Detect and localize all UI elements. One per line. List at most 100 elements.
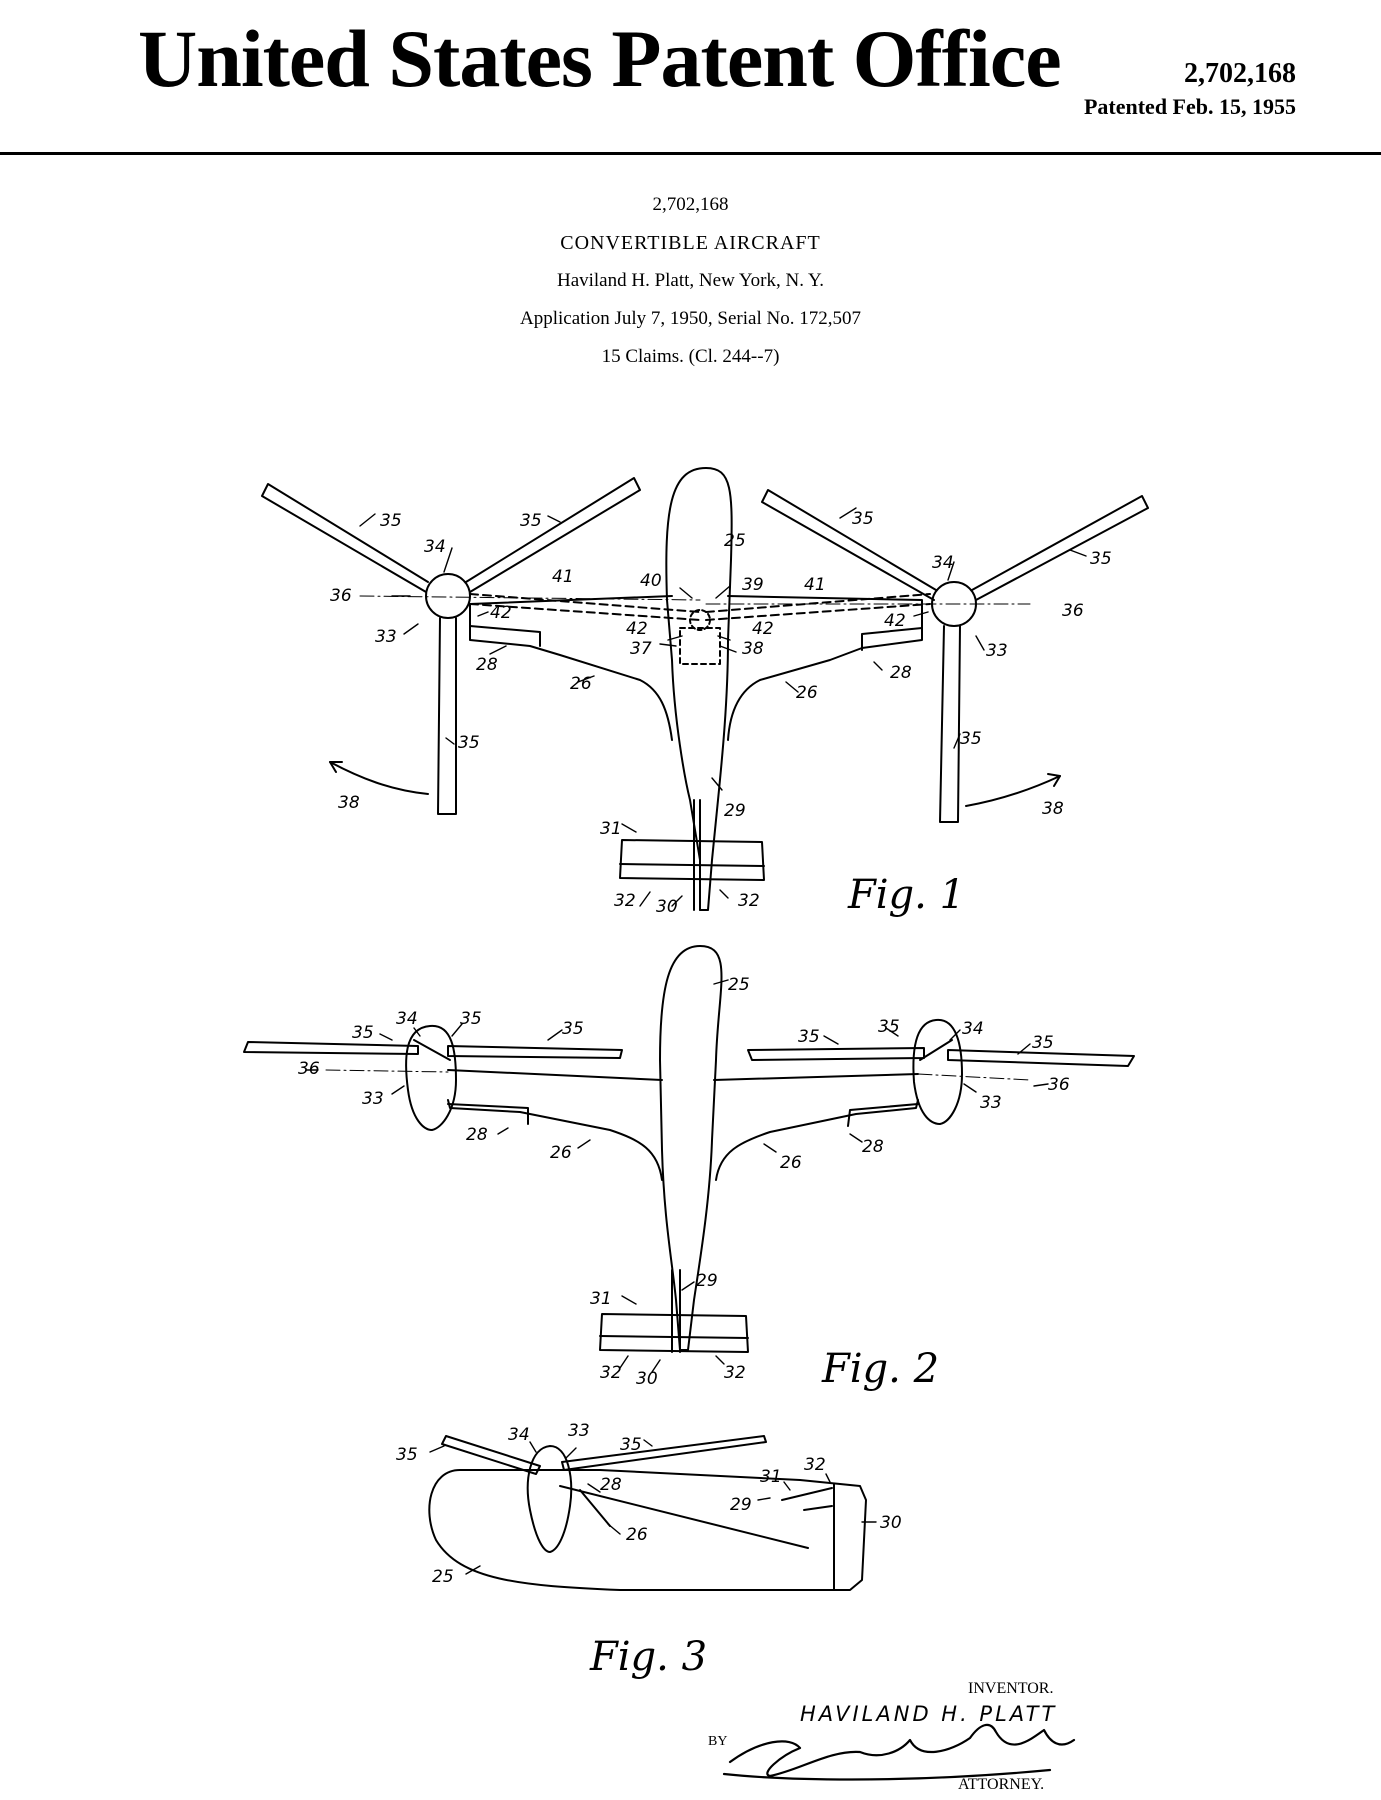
fig1-shaft-left-b xyxy=(469,603,701,621)
fig2-axis-right xyxy=(917,1073,1031,1081)
fig2-drawing: 25 35 34 35 35 36 33 28 26 35 35 34 35 3… xyxy=(243,945,1135,1392)
fig1-num-40: 40 xyxy=(640,571,662,591)
fig2-num-35d: 35 xyxy=(798,1027,820,1047)
fig2-num-32b: 32 xyxy=(724,1363,746,1383)
fig1-num-41a: 41 xyxy=(552,567,574,587)
fig2-left-aileron xyxy=(447,1103,529,1125)
fig2-num-26a: 26 xyxy=(550,1143,572,1163)
fig2-right-aileron xyxy=(847,1103,919,1127)
meta-claims: 15 Claims. (Cl. 244--7) xyxy=(601,346,780,367)
fig1-num-32a: 32 xyxy=(614,891,636,911)
fig3-label: Fig. 3 xyxy=(589,1634,707,1680)
fig3-blade-r xyxy=(561,1435,767,1471)
fig1-leaders xyxy=(359,507,1087,907)
fig2-num-35e: 35 xyxy=(878,1017,900,1037)
fig2-right-blade-l xyxy=(747,1047,925,1061)
patented-date: Patented Feb. 15, 1955 xyxy=(1083,94,1296,119)
fig2-axis-left xyxy=(325,1069,449,1073)
fig3-num-26: 26 xyxy=(626,1525,648,1545)
fig1-right-blade-down xyxy=(939,625,961,823)
fig2-leaders xyxy=(305,979,1049,1373)
fig1-stabilizer xyxy=(619,839,765,881)
fig1-gear xyxy=(689,609,711,631)
attorney-label: ATTORNEY. xyxy=(958,1776,1045,1793)
fig2-num-34a: 34 xyxy=(396,1009,418,1029)
fig2-num-25: 25 xyxy=(728,975,750,995)
fig2-num-29: 29 xyxy=(696,1271,718,1291)
fig1-num-41b: 41 xyxy=(804,575,826,595)
fig2-num-33a: 33 xyxy=(362,1089,384,1109)
meta-application: Application July 7, 1950, Serial No. 172… xyxy=(520,308,861,329)
fig2-left-blade-r xyxy=(447,1045,623,1059)
fig3-nacelle xyxy=(526,1445,573,1553)
fig2-fin xyxy=(671,1269,681,1353)
fig2-elevator-line xyxy=(599,1335,749,1339)
patent-meta: 2,702,168 CONVERTIBLE AIRCRAFT Haviland … xyxy=(0,186,1381,376)
fig1-num-42d: 42 xyxy=(884,611,906,631)
fig1-right-blade-up-right xyxy=(971,495,1149,601)
fig1-num-31: 31 xyxy=(600,819,622,839)
fig3-num-35b: 35 xyxy=(620,1435,642,1455)
fig3-num-29: 29 xyxy=(730,1495,752,1515)
fig3-fin xyxy=(781,1487,833,1511)
fig2-right-wing xyxy=(713,1073,919,1181)
fig1-num-26a: 26 xyxy=(570,674,592,694)
fig2-left-blade-l xyxy=(243,1041,419,1055)
fig1-left-aileron xyxy=(469,625,541,647)
fig1-num-33a: 33 xyxy=(375,627,397,647)
fig2-num-28a: 28 xyxy=(466,1125,488,1145)
fig2-numerals: 25 35 34 35 35 36 33 28 26 35 35 34 35 3… xyxy=(298,975,1070,1392)
fig3-num-34: 34 xyxy=(508,1425,530,1445)
fig3-num-30: 30 xyxy=(880,1513,902,1533)
fig1-num-42b: 42 xyxy=(626,619,648,639)
fig1-arrowhead-right xyxy=(1047,773,1061,787)
fig3-drawing: 35 34 33 35 28 26 29 31 32 30 25 Fig. 3 xyxy=(396,1421,902,1680)
fig1-fuselage xyxy=(665,467,733,911)
fig2-num-28b: 28 xyxy=(862,1137,884,1157)
fig3-num-25: 25 xyxy=(432,1567,454,1587)
fig1-num-39: 39 xyxy=(742,575,764,595)
fig1-num-28b: 28 xyxy=(890,663,912,683)
inventor-label: INVENTOR. xyxy=(968,1680,1054,1697)
fig3-numerals: 35 34 33 35 28 26 29 31 32 30 25 Fig. 3 xyxy=(396,1421,902,1680)
fig2-num-35b: 35 xyxy=(460,1009,482,1029)
fig2-fuselage xyxy=(659,945,723,1351)
fig1-right-aileron xyxy=(861,627,923,651)
fig2-num-36b: 36 xyxy=(1048,1075,1070,1095)
fig1-num-35c: 35 xyxy=(852,509,874,529)
fig3-num-33: 33 xyxy=(568,1421,590,1441)
fig2-right-nacelle xyxy=(912,1018,963,1125)
fig1-num-38c: 38 xyxy=(1042,799,1064,819)
fig2-right-hub xyxy=(919,1039,953,1061)
fig1-rotation-right xyxy=(965,775,1061,807)
header-rule xyxy=(0,152,1381,155)
fig1-gearbox xyxy=(679,627,721,665)
by-label: BY xyxy=(708,1734,728,1749)
fig1-fin xyxy=(693,799,701,911)
fig1-rotation-left xyxy=(329,761,429,795)
fig1-num-30: 30 xyxy=(656,897,678,917)
fig1-num-34a: 34 xyxy=(424,537,446,557)
fig1-shaft-left xyxy=(469,593,701,613)
fig1-left-hub xyxy=(425,573,471,619)
fig1-num-28a: 28 xyxy=(476,655,498,675)
fig1-num-34b: 34 xyxy=(932,553,954,573)
fig1-num-29: 29 xyxy=(724,801,746,821)
fig2-left-wing xyxy=(447,1069,663,1181)
fig2-num-33b: 33 xyxy=(980,1093,1002,1113)
fig1-right-wing xyxy=(727,595,923,741)
fig1-num-42a: 42 xyxy=(490,603,512,623)
fig1-num-35e: 35 xyxy=(458,733,480,753)
fig2-num-35f: 35 xyxy=(1032,1033,1054,1053)
fig2-stabilizer xyxy=(599,1313,749,1353)
fig3-wing-root xyxy=(579,1489,611,1527)
attorney-signature-drawing xyxy=(722,1723,1076,1781)
fig1-num-38a: 38 xyxy=(742,639,764,659)
office-title: United States Patent Office xyxy=(138,13,1062,104)
fig1-arrowhead-left xyxy=(329,761,343,773)
fig1-num-36a: 36 xyxy=(330,586,352,606)
fig2-label: Fig. 2 xyxy=(821,1346,939,1392)
fig1-num-33b: 33 xyxy=(986,641,1008,661)
fig3-num-32: 32 xyxy=(804,1455,826,1475)
